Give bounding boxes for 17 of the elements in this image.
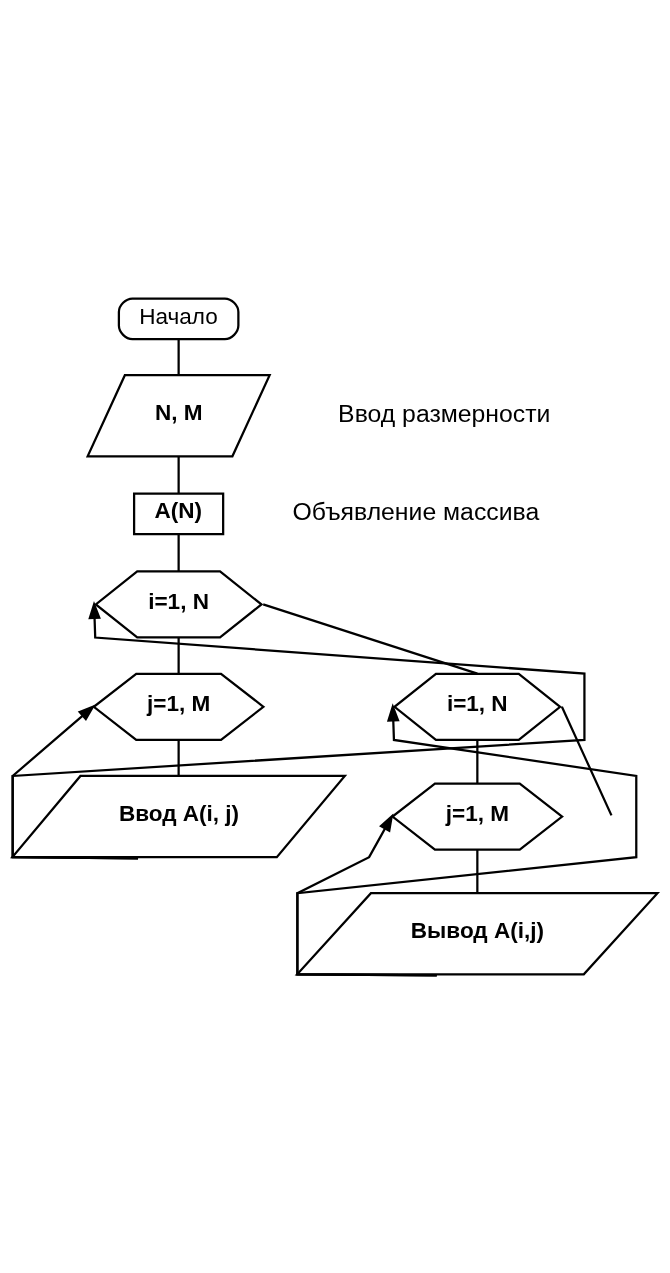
connector: [177, 455, 180, 493]
connector: [560, 705, 613, 816]
node-box: A(N): [133, 491, 225, 535]
arrow: [11, 600, 586, 859]
arrow: [296, 702, 638, 977]
connector: [177, 533, 180, 571]
connector: [177, 739, 180, 776]
connector: [262, 602, 478, 675]
connector: [177, 637, 180, 673]
node-box: Начало: [117, 296, 240, 340]
node-label: Объявление массива: [292, 497, 540, 525]
arrow: [11, 704, 139, 859]
arrow: [296, 813, 437, 977]
connector: [476, 739, 479, 783]
connector: [177, 339, 180, 375]
node-label: Ввод размерности: [338, 399, 551, 427]
connector: [476, 849, 479, 893]
